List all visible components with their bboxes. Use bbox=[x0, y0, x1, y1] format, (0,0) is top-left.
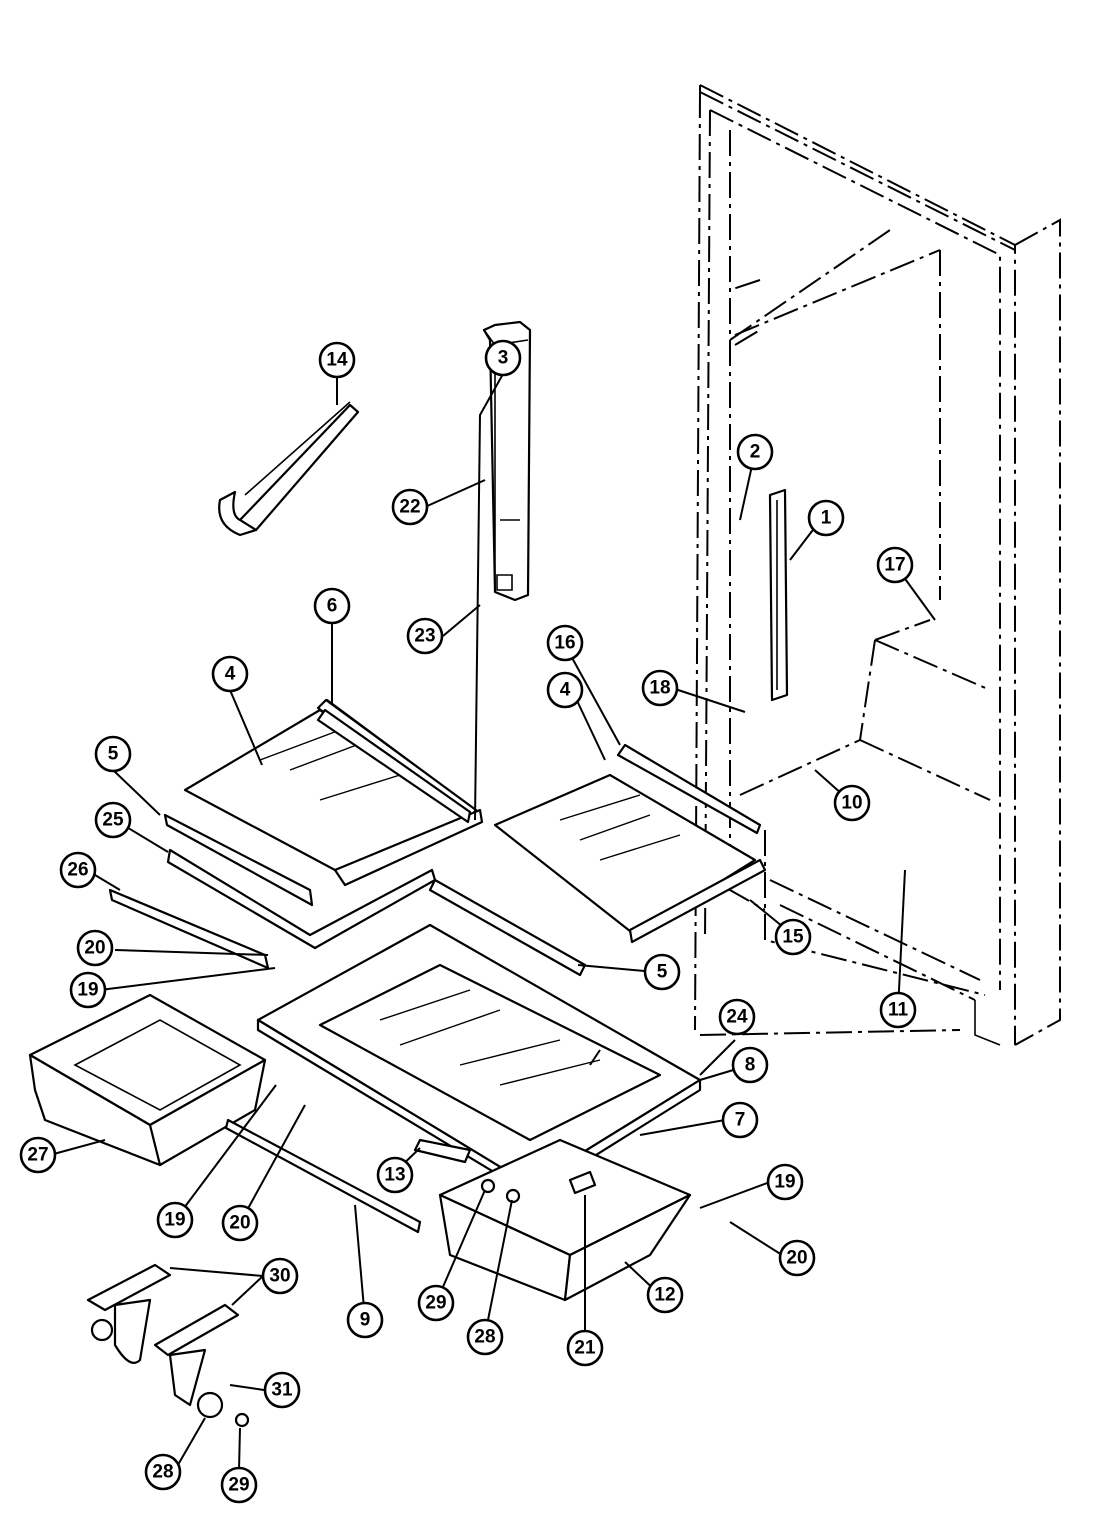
callout-22: 22 bbox=[391, 488, 429, 526]
callout-20-left: 20 bbox=[76, 929, 114, 967]
callout-label: 5 bbox=[657, 962, 668, 983]
callout-label: 4 bbox=[560, 680, 571, 701]
callout-14: 14 bbox=[318, 341, 356, 379]
callout-label: 20 bbox=[229, 1213, 250, 1234]
callout-label: 23 bbox=[414, 626, 435, 647]
callout-label: 19 bbox=[164, 1210, 185, 1231]
drawer-rail-part-9 bbox=[224, 1118, 422, 1234]
callout-15: 15 bbox=[774, 918, 812, 956]
callout-label: 15 bbox=[782, 927, 804, 948]
callout-label: 25 bbox=[102, 810, 124, 831]
callout-8: 8 bbox=[731, 1046, 769, 1084]
callout-label: 30 bbox=[269, 1266, 290, 1287]
callout-4-left: 4 bbox=[211, 655, 249, 693]
callout-25: 25 bbox=[94, 801, 132, 839]
callout-label: 21 bbox=[574, 1338, 596, 1359]
callout-23: 23 bbox=[406, 617, 444, 655]
callout-26: 26 bbox=[59, 851, 97, 889]
callout-label: 17 bbox=[884, 555, 905, 576]
crisper-drawer-left-part-27 bbox=[28, 993, 267, 1167]
callout-19-right: 19 bbox=[766, 1163, 804, 1201]
callout-2: 2 bbox=[736, 433, 774, 471]
callout-label: 8 bbox=[745, 1055, 756, 1076]
callout-1: 1 bbox=[807, 499, 845, 537]
callout-3: 3 bbox=[484, 339, 522, 377]
door-bin-part-14 bbox=[218, 401, 360, 537]
callout-label: 7 bbox=[735, 1110, 746, 1131]
callout-label: 29 bbox=[228, 1475, 249, 1496]
callout-label: 24 bbox=[726, 1007, 748, 1028]
callout-6: 6 bbox=[313, 587, 351, 625]
callout-20-drawer: 20 bbox=[221, 1204, 259, 1242]
glass-shelf-upper-right bbox=[493, 743, 767, 944]
callout-label: 20 bbox=[786, 1248, 807, 1269]
callout-label: 28 bbox=[474, 1327, 495, 1348]
callout-label: 2 bbox=[750, 442, 761, 463]
callout-13: 13 bbox=[376, 1156, 414, 1194]
callout-label: 19 bbox=[77, 980, 98, 1001]
callout-28-drawer: 28 bbox=[466, 1318, 504, 1356]
callout-9: 9 bbox=[346, 1301, 384, 1339]
callout-20-right: 20 bbox=[778, 1239, 816, 1277]
callout-label: 27 bbox=[27, 1145, 48, 1166]
callout-5-center: 5 bbox=[643, 953, 681, 991]
crisper-cover-glass-part-24 bbox=[256, 923, 702, 1197]
callout-label: 6 bbox=[327, 596, 338, 617]
callout-31: 31 bbox=[263, 1371, 301, 1409]
crisper-drawer-right-part-12 bbox=[438, 1138, 692, 1302]
callout-4-right: 4 bbox=[546, 671, 584, 709]
callout-label: 13 bbox=[384, 1165, 405, 1186]
callout-label: 22 bbox=[399, 497, 420, 518]
callout-label: 9 bbox=[360, 1310, 371, 1331]
callout-label: 19 bbox=[774, 1172, 795, 1193]
callout-21: 21 bbox=[566, 1329, 604, 1367]
callout-label: 16 bbox=[554, 633, 575, 654]
callout-label: 26 bbox=[67, 860, 88, 881]
callout-label: 12 bbox=[654, 1285, 675, 1306]
callout-19-left: 19 bbox=[69, 971, 107, 1009]
callout-27: 27 bbox=[19, 1136, 57, 1174]
callout-12: 12 bbox=[646, 1276, 684, 1314]
callout-16: 16 bbox=[546, 624, 584, 662]
callout-19-drawer: 19 bbox=[156, 1201, 194, 1239]
callout-28-roller: 28 bbox=[144, 1453, 182, 1491]
callout-label: 28 bbox=[152, 1462, 173, 1483]
callout-5-left: 5 bbox=[94, 735, 132, 773]
refrigerator-cabinet bbox=[694, 84, 1061, 1046]
callout-17: 17 bbox=[876, 546, 914, 584]
callout-label: 3 bbox=[498, 348, 509, 369]
callout-29-roller: 29 bbox=[220, 1466, 258, 1504]
callout-29-drawer: 29 bbox=[417, 1284, 455, 1322]
callout-label: 18 bbox=[649, 678, 670, 699]
callout-18: 18 bbox=[641, 669, 679, 707]
callout-label: 31 bbox=[271, 1380, 293, 1401]
callout-label: 5 bbox=[108, 744, 119, 765]
callout-label: 10 bbox=[841, 793, 862, 814]
callout-label: 29 bbox=[425, 1293, 446, 1314]
callout-label: 1 bbox=[821, 508, 832, 529]
callout-30: 30 bbox=[261, 1257, 299, 1295]
callout-label: 11 bbox=[888, 1000, 909, 1021]
shelf-rail-part-6 bbox=[316, 708, 472, 824]
air-duct-part-22 bbox=[482, 320, 532, 602]
roller-bracket-part-30 bbox=[86, 1263, 250, 1428]
callout-label: 14 bbox=[326, 350, 348, 371]
callout-label: 20 bbox=[84, 938, 105, 959]
shelf-ladder-part-1 bbox=[768, 488, 789, 702]
callout-7: 7 bbox=[721, 1101, 759, 1139]
callout-label: 4 bbox=[225, 664, 236, 685]
callout-11: 11 bbox=[879, 991, 917, 1029]
callout-24: 24 bbox=[718, 998, 756, 1036]
callout-10: 10 bbox=[833, 784, 871, 822]
